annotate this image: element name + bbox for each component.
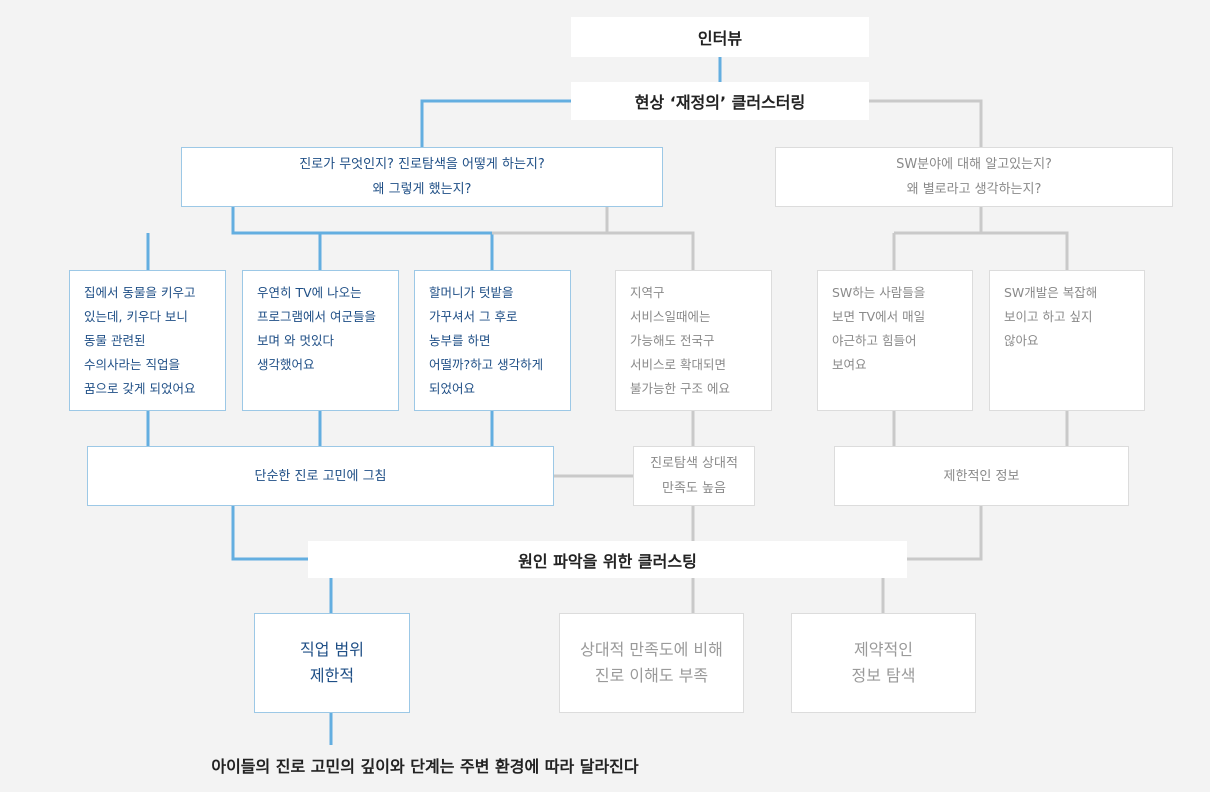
node-interview: 인터뷰	[571, 17, 869, 57]
node-limited-search: 제약적인 정보 탐색	[791, 613, 976, 713]
node-limited-info: 제한적인 정보	[834, 446, 1129, 506]
node-simple-worry: 단순한 진로 고민에 그침	[87, 446, 554, 506]
connector-left-children	[146, 206, 494, 270]
conclusion-text: 아이들의 진로 고민의 깊이와 단계는 주변 환경에 따라 달라진다	[211, 757, 639, 776]
connector-right-children	[892, 206, 1069, 270]
connector-right-answers-info	[892, 410, 1069, 446]
node-satisfaction: 진로탐색 상대적 만족도 높음	[633, 446, 755, 506]
connector-clustering-right	[869, 99, 983, 147]
node-question-career: 진로가 무엇인지? 진로탐색을 어떻게 하는지? 왜 그렇게 했는지?	[181, 147, 663, 207]
node-answer-service: 지역구 서비스일때에는 가능해도 전국구 서비스로 확대되면 불가능한 구조 에…	[615, 270, 772, 411]
node-answer-sw-overtime: SW하는 사람들을 보면 TV에서 매일 야근하고 힘들어 보여요	[817, 270, 973, 411]
connector-clustering-left	[420, 99, 571, 147]
connector-simple-cause	[231, 506, 308, 561]
node-answer-soldier: 우연히 TV에 나오는 프로그램에서 여군들을 보며 와 멋있다 생각했어요	[242, 270, 399, 411]
connector-left-a4	[492, 206, 695, 270]
node-answer-sw-complex: SW개발은 복잡해 보이고 하고 싶지 않아요	[989, 270, 1145, 411]
node-question-sw: SW분야에 대해 알고있는지? 왜 별로라고 생각하는지?	[775, 147, 1173, 207]
node-answer-vet: 집에서 동물을 키우고 있는데, 키우다 보니 동물 관련된 수의사라는 직업을…	[69, 270, 226, 411]
node-job-range: 직업 범위 제한적	[254, 613, 410, 713]
node-answer-farmer: 할머니가 텃밭을 가꾸셔서 그 후로 농부를 하면 어떨까?하고 생각하게 되었…	[414, 270, 571, 411]
node-cause-clustering: 원인 파악을 위한 클러스팅	[308, 541, 907, 578]
node-clustering: 현상 ‘재정의’ 클러스터링	[571, 82, 869, 120]
connector-answers-simple	[146, 410, 494, 446]
connector-info-cause	[907, 506, 983, 561]
node-understanding: 상대적 만족도에 비해 진로 이해도 부족	[559, 613, 744, 713]
